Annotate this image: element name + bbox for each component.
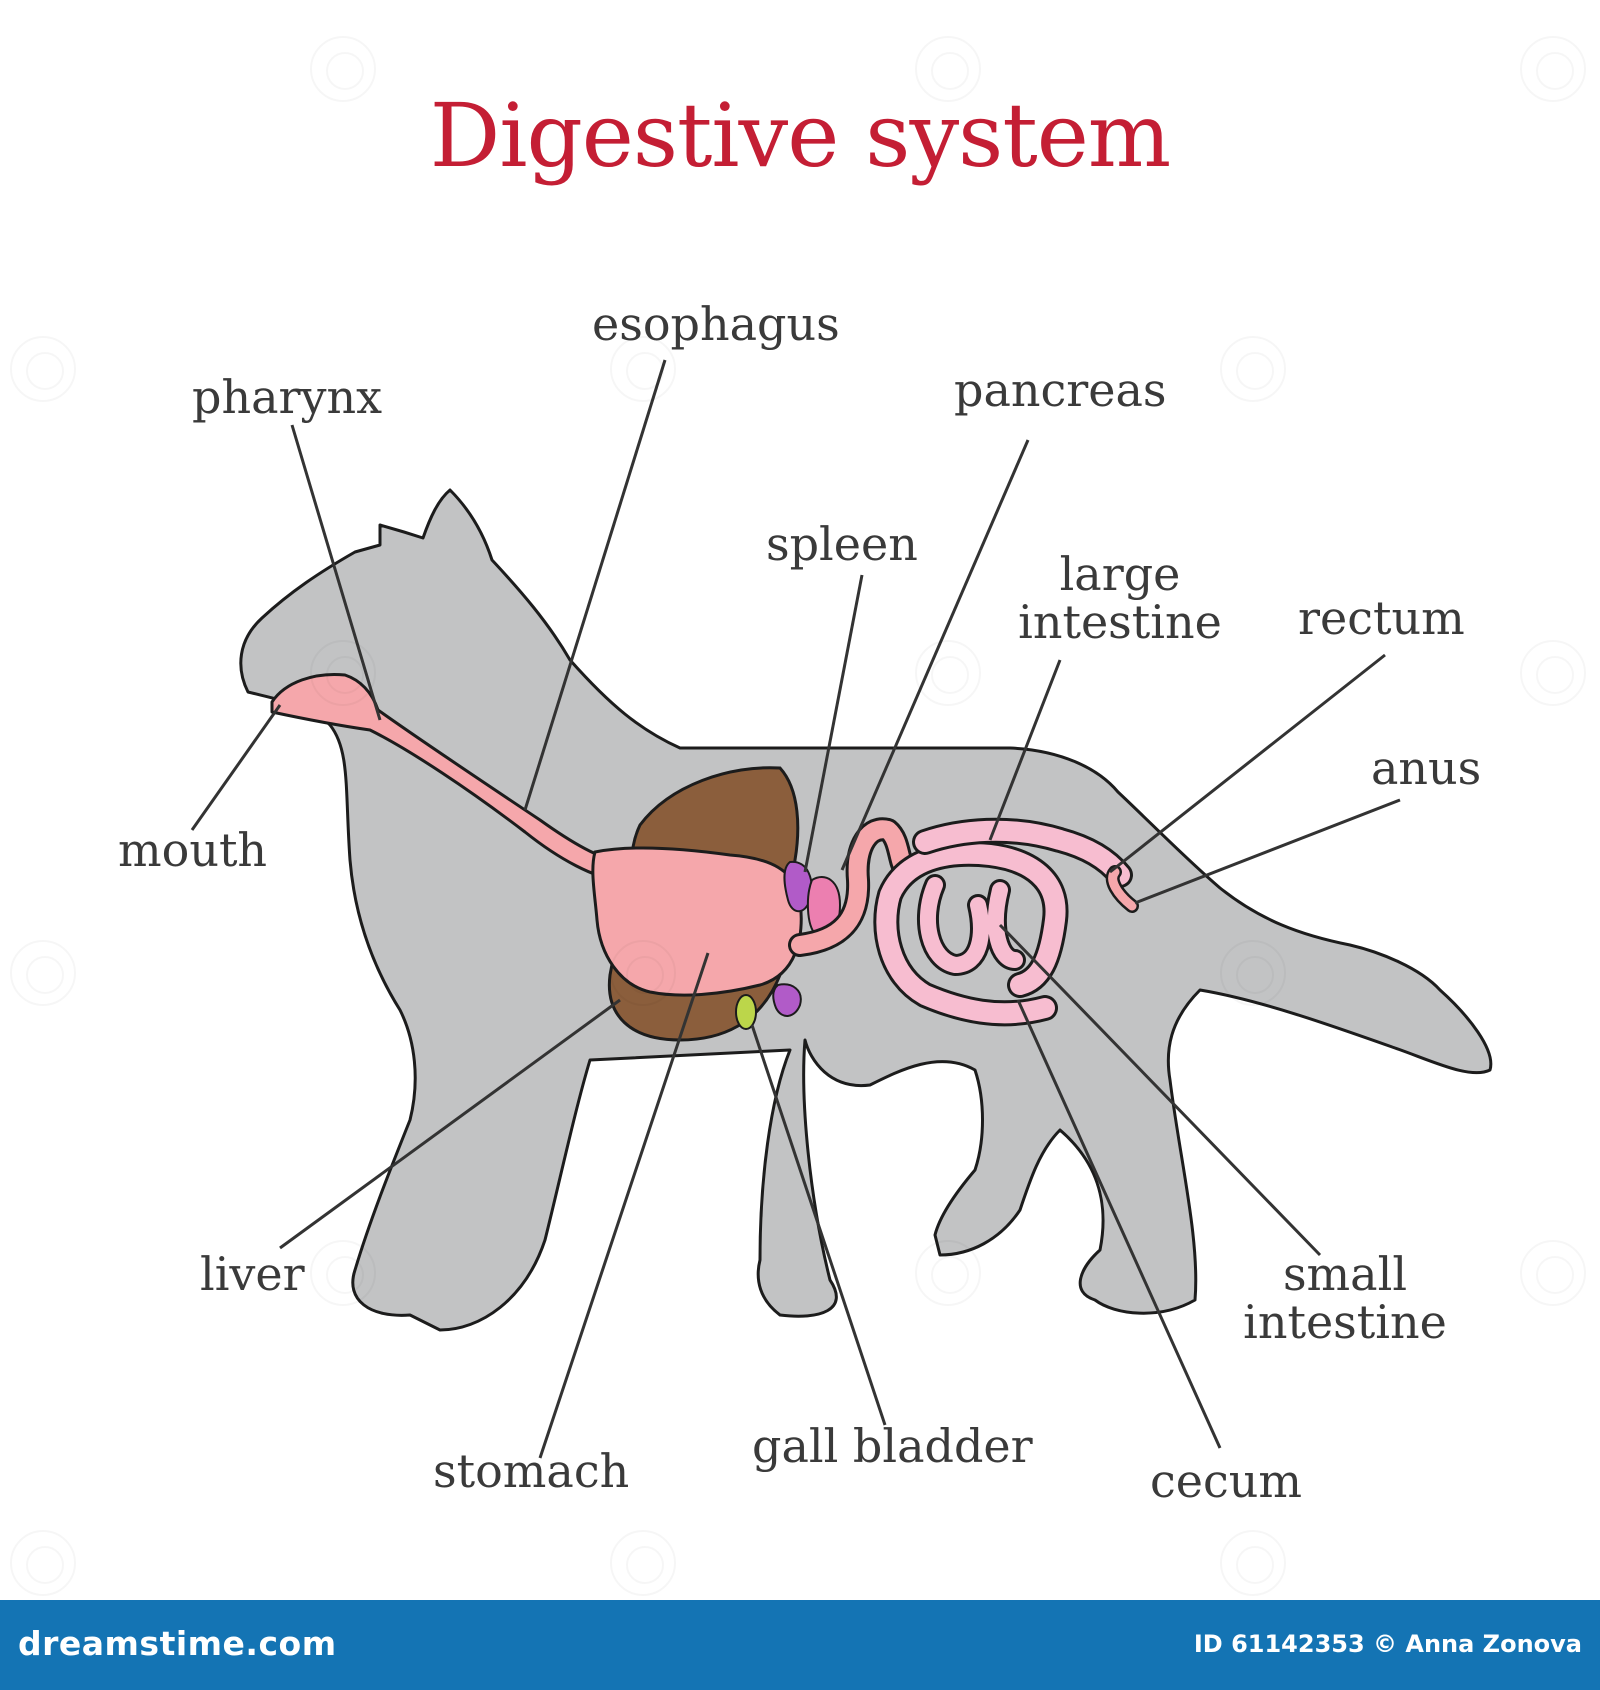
leader-line-pancreas bbox=[840, 439, 1030, 871]
watermark-ring bbox=[1220, 1530, 1286, 1596]
watermark-ring bbox=[610, 1530, 676, 1596]
watermark-ring bbox=[1220, 940, 1286, 1006]
watermark-ring bbox=[1220, 336, 1286, 402]
label-large-intestine-line1: large bbox=[1059, 547, 1181, 601]
label-pancreas: pancreas bbox=[954, 363, 1167, 417]
watermark-ring bbox=[610, 940, 676, 1006]
watermark-ring bbox=[310, 1240, 376, 1306]
leader-line-esophagus bbox=[523, 359, 667, 811]
label-rectum: rectum bbox=[1298, 591, 1465, 645]
duodenum-organ-fill bbox=[791, 820, 914, 954]
label-liver: liver bbox=[200, 1247, 305, 1301]
label-esophagus: esophagus bbox=[592, 297, 840, 351]
footer-bar: dreamstime.com ID 61142353 © Anna Zonova bbox=[0, 1600, 1600, 1690]
watermark-ring bbox=[310, 36, 376, 102]
leader-line-large-intestine bbox=[988, 659, 1062, 841]
label-gall-bladder: gall bladder bbox=[752, 1419, 1033, 1473]
watermark-ring bbox=[10, 1530, 76, 1596]
leader-line-rectum bbox=[1109, 653, 1386, 874]
stomach-organ bbox=[591, 846, 803, 997]
leader-line-cecum bbox=[1016, 999, 1222, 1449]
leader-line-mouth bbox=[190, 704, 282, 831]
watermark-ring bbox=[915, 36, 981, 102]
watermark-ring bbox=[310, 640, 376, 706]
watermark-ring bbox=[10, 336, 76, 402]
gall-bladder-organ bbox=[735, 994, 757, 1030]
label-cecum: cecum bbox=[1150, 1454, 1302, 1508]
leader-line-stomach bbox=[538, 952, 710, 1459]
watermark-ring bbox=[10, 940, 76, 1006]
spleen-lower-organ bbox=[772, 983, 802, 1017]
label-small-intestine: small intestine bbox=[1225, 1250, 1465, 1347]
leader-lines bbox=[190, 359, 1401, 1459]
leader-line-pharynx bbox=[290, 424, 382, 721]
watermark-ring bbox=[1520, 640, 1586, 706]
label-anus: anus bbox=[1371, 741, 1482, 795]
leader-line-anus bbox=[1134, 798, 1401, 905]
watermark-ring bbox=[1520, 36, 1586, 102]
label-stomach: stomach bbox=[433, 1444, 630, 1498]
leader-line-small-intestine bbox=[998, 923, 1322, 1257]
leader-line-spleen bbox=[803, 574, 864, 873]
label-large-intestine: large intestine bbox=[1010, 550, 1230, 647]
label-small-intestine-line2: intestine bbox=[1243, 1295, 1447, 1350]
label-pharynx: pharynx bbox=[192, 370, 383, 424]
intestines-group bbox=[873, 817, 1139, 1027]
label-large-intestine-line2: intestine bbox=[1018, 595, 1222, 650]
leader-line-gall-bladder bbox=[750, 1024, 887, 1426]
footer-image-credit: ID 61142353 © Anna Zonova bbox=[1193, 1630, 1582, 1658]
spleen-organ bbox=[783, 860, 813, 913]
label-spleen: spleen bbox=[766, 517, 918, 571]
leader-line-liver bbox=[279, 998, 621, 1250]
label-small-intestine-line1: small bbox=[1282, 1247, 1408, 1301]
label-mouth: mouth bbox=[118, 823, 268, 877]
watermark-ring bbox=[1520, 1240, 1586, 1306]
watermark-ring bbox=[915, 1240, 981, 1306]
diagram-title: Digestive system bbox=[429, 84, 1171, 187]
watermark-ring bbox=[915, 640, 981, 706]
footer-brand-logo[interactable]: dreamstime.com bbox=[18, 1624, 337, 1663]
